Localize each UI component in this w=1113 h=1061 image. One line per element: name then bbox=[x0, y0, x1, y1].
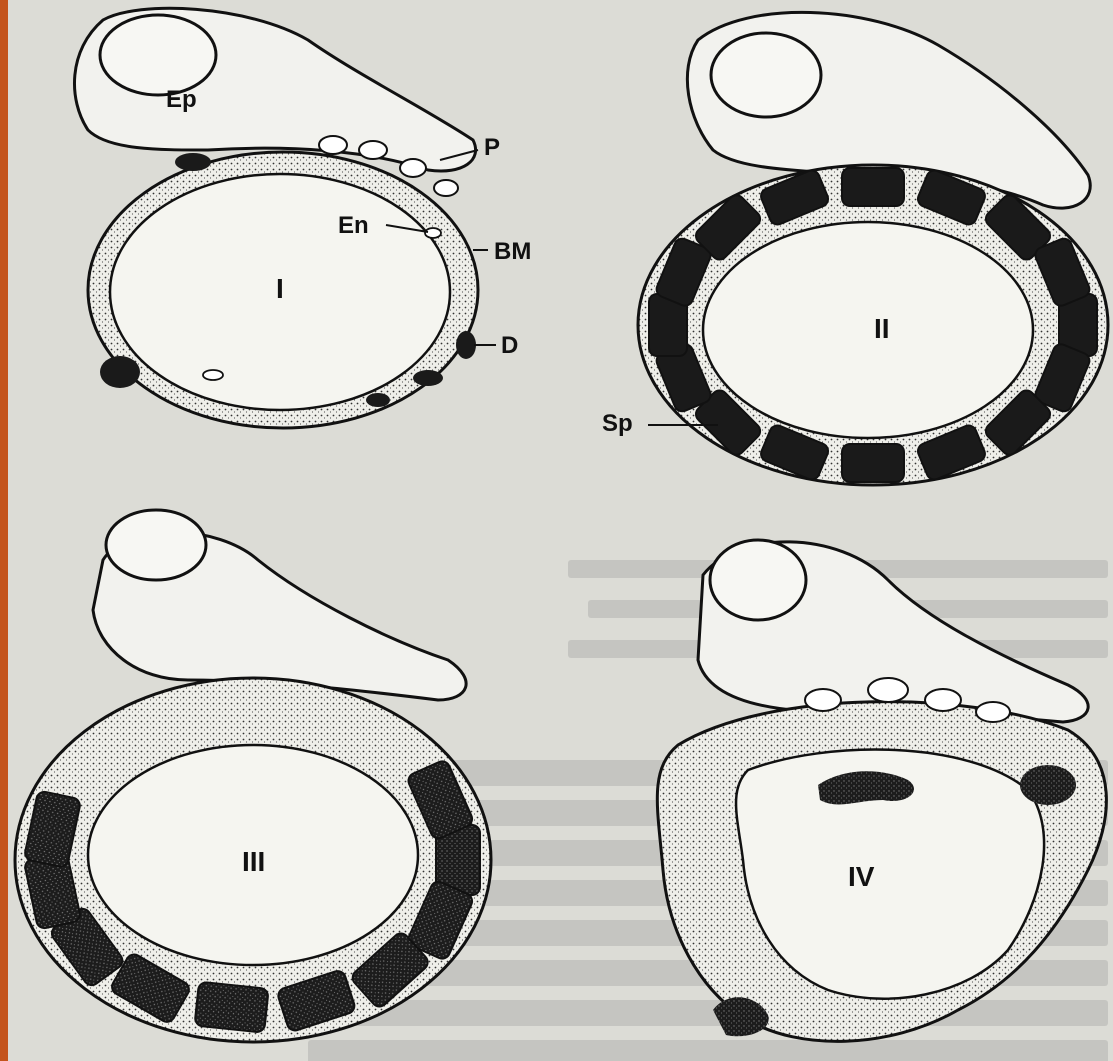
label-basement-membrane: BM bbox=[494, 240, 531, 264]
dense-deposit bbox=[366, 393, 390, 407]
panel-numeral-ii: II bbox=[874, 315, 890, 343]
epicardial-nucleus bbox=[100, 15, 216, 95]
dense-deposit bbox=[456, 331, 476, 359]
epicardial-nucleus bbox=[710, 540, 806, 620]
pericyte-cell bbox=[359, 141, 387, 159]
dense-deposit bbox=[194, 982, 268, 1033]
endothelial-nucleus bbox=[203, 370, 223, 380]
vessel-lumen bbox=[703, 222, 1033, 438]
pericyte-cell bbox=[434, 180, 458, 196]
panel-i bbox=[74, 8, 496, 428]
panel-numeral-iii: III bbox=[242, 848, 265, 876]
panel-numeral-iv: IV bbox=[848, 863, 874, 891]
dense-deposit bbox=[842, 168, 904, 206]
diagram-figure: Ep P En BM D Sp I II III IV bbox=[8, 0, 1113, 1061]
panel-ii bbox=[638, 12, 1108, 485]
dense-deposit bbox=[1020, 765, 1076, 805]
dense-deposit bbox=[175, 153, 211, 171]
label-deposit: D bbox=[501, 334, 518, 358]
pericyte-cell bbox=[319, 136, 347, 154]
panel-iv bbox=[657, 540, 1106, 1041]
epicardial-nucleus bbox=[711, 33, 821, 117]
label-spur: Sp bbox=[602, 412, 633, 436]
pericyte-cell bbox=[925, 689, 961, 711]
pericyte-cell bbox=[868, 678, 908, 702]
label-endothelium: En bbox=[338, 214, 369, 238]
dense-deposit bbox=[413, 370, 443, 386]
pericyte-cell bbox=[805, 689, 841, 711]
dense-deposit bbox=[100, 356, 140, 388]
endothelial-nucleus bbox=[425, 228, 441, 238]
diagram-svg bbox=[8, 0, 1113, 1061]
epicardial-nucleus bbox=[106, 510, 206, 580]
label-epicardium: Ep bbox=[166, 88, 197, 112]
label-pericyte: P bbox=[484, 136, 500, 160]
pericyte-cell bbox=[976, 702, 1010, 722]
pericyte-cell bbox=[400, 159, 426, 177]
panel-iii bbox=[15, 510, 491, 1042]
dense-deposit bbox=[842, 444, 904, 482]
panel-numeral-i: I bbox=[276, 275, 284, 303]
